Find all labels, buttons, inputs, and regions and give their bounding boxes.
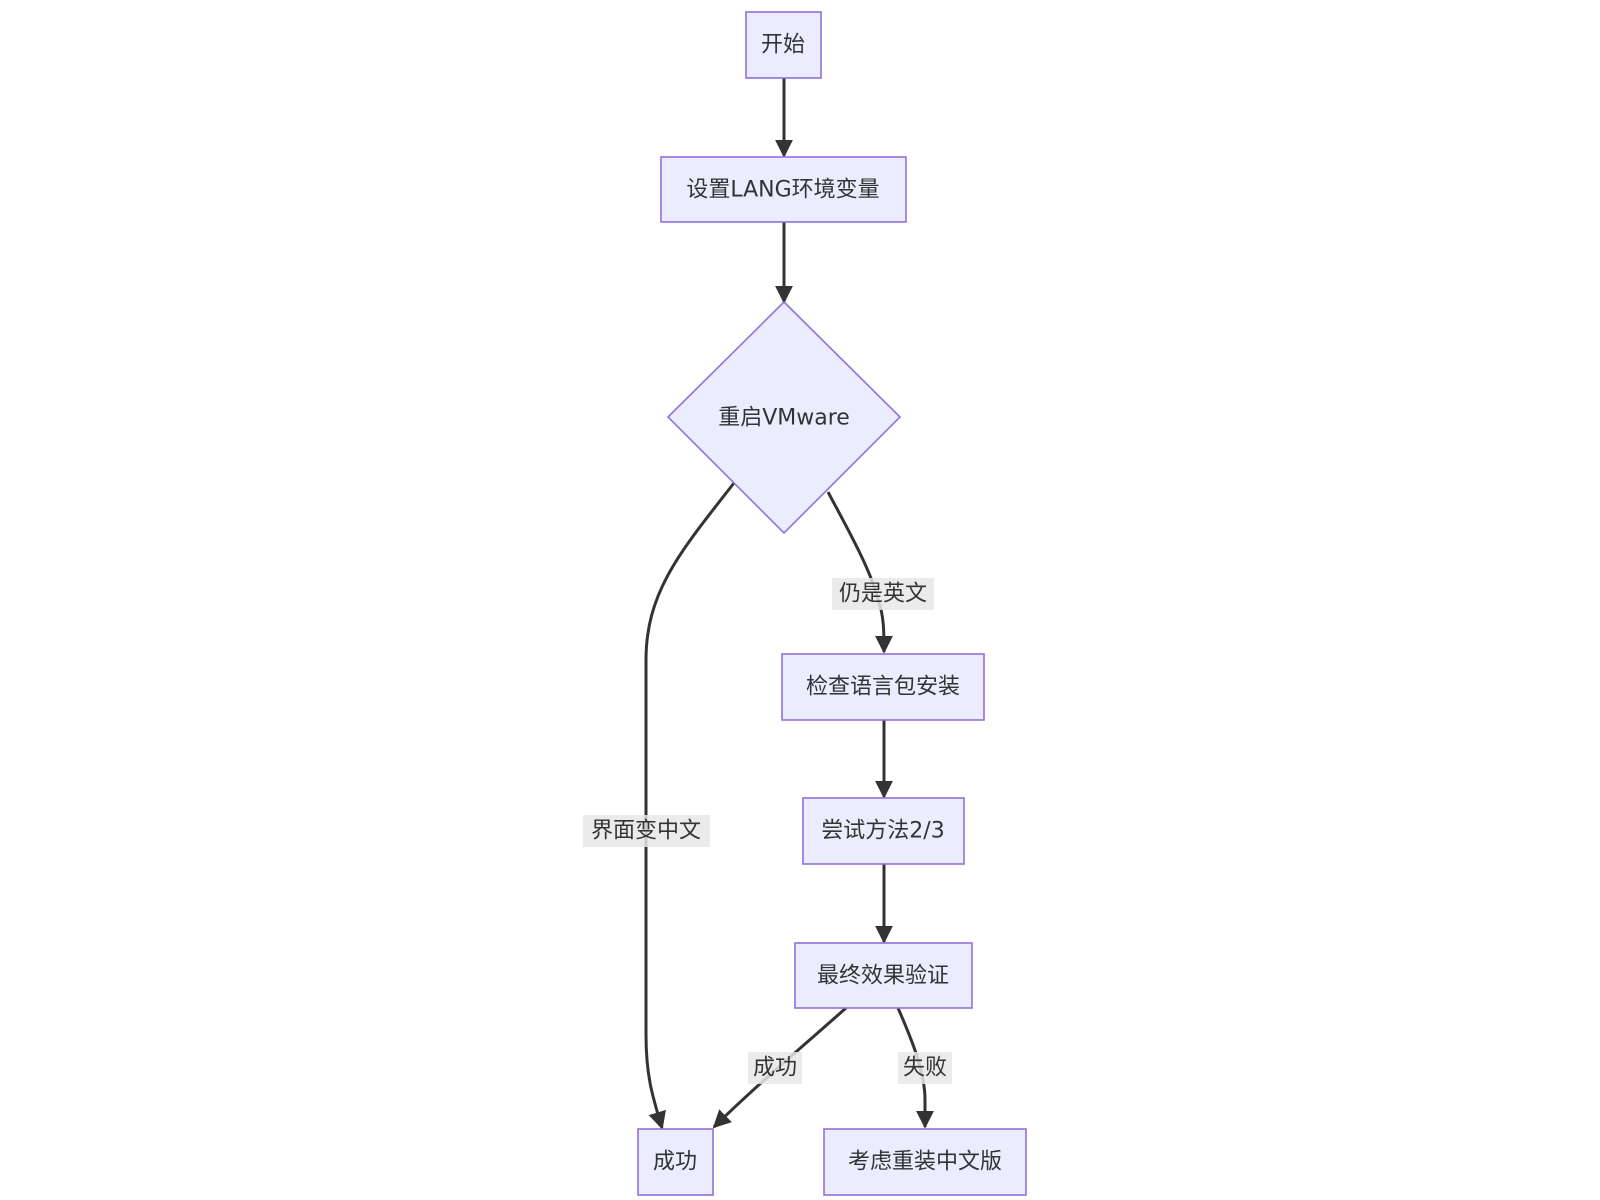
edge-label-text: 失败	[903, 1056, 947, 1081]
edge-label-failure: 失败	[898, 1052, 952, 1084]
edge-label-ui-chinese: 界面变中文	[583, 815, 710, 847]
node-success: 成功	[637, 1128, 714, 1196]
node-restart-decision: 重启VMware	[666, 300, 902, 535]
node-start: 开始	[745, 11, 822, 79]
node-label: 成功	[653, 1150, 697, 1175]
node-verify: 最终效果验证	[794, 942, 973, 1009]
node-reinstall: 考虑重装中文版	[823, 1128, 1027, 1196]
node-label: 最终效果验证	[817, 964, 949, 989]
edge-label-text: 界面变中文	[591, 819, 701, 844]
edge-restart-to-check-pack	[826, 491, 893, 654]
edge-label-still-english: 仍是英文	[832, 578, 934, 610]
node-set-lang: 设置LANG环境变量	[660, 156, 907, 223]
node-try-methods: 尝试方法2/3	[802, 797, 965, 865]
edge-label-text: 仍是英文	[839, 582, 927, 607]
edge-label-success: 成功	[748, 1052, 802, 1084]
node-check-pack: 检查语言包安装	[781, 653, 985, 721]
node-label: 开始	[761, 33, 805, 58]
node-label: 重启VMware	[718, 406, 850, 431]
node-label: 尝试方法2/3	[821, 819, 944, 844]
node-label: 设置LANG环境变量	[686, 178, 879, 203]
node-label: 考虑重装中文版	[848, 1150, 1002, 1175]
node-label: 检查语言包安装	[806, 675, 960, 700]
edge-label-text: 成功	[753, 1056, 797, 1081]
edge-restart-to-success	[644, 482, 736, 1130]
